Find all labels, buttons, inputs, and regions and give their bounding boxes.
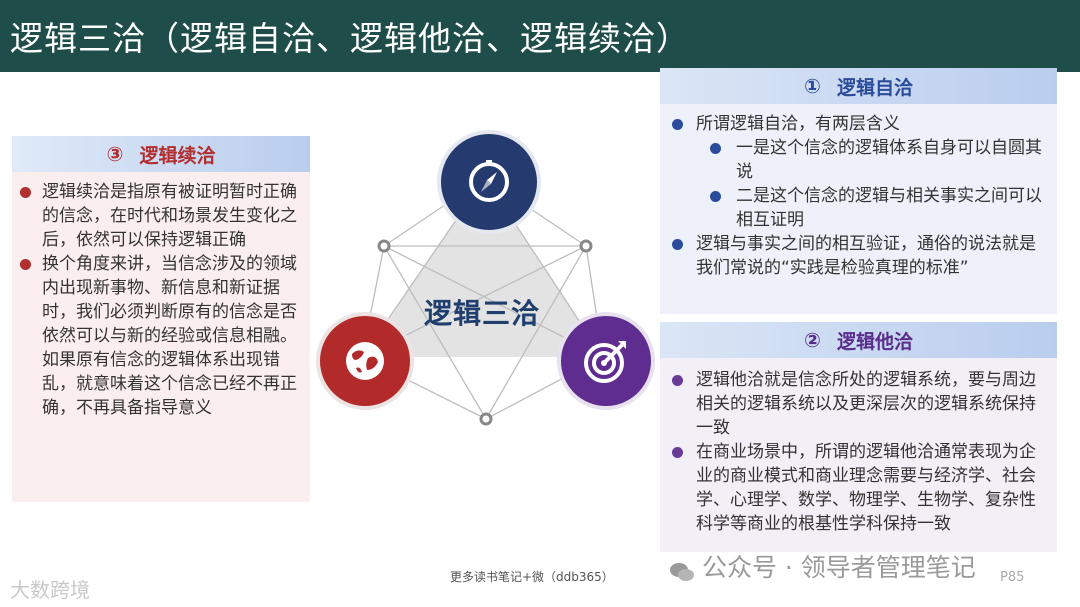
slide-title: 逻辑三洽（逻辑自洽、逻辑他洽、逻辑续洽） xyxy=(10,19,690,58)
watermark-left: 大数跨境 xyxy=(10,578,90,602)
bullet-icon xyxy=(20,259,31,270)
page-number: P85 xyxy=(1000,570,1025,585)
number-badge-3: ③ xyxy=(106,142,124,166)
watermark: 公众号 · 领导者管理笔记 xyxy=(670,548,976,584)
panel-header-other: ② 逻辑他洽 xyxy=(660,322,1057,358)
bullet-icon xyxy=(672,447,683,458)
globe-icon xyxy=(346,342,384,380)
panel-logic-continue: ③ 逻辑续洽 逻辑续洽是指原有被证明暂时正确的信念，在时代和场景发生变化之后，依… xyxy=(12,136,310,502)
inner-triangle xyxy=(362,178,603,357)
bullet-list-continue: 逻辑续洽是指原有被证明暂时正确的信念，在时代和场景发生变化之后，依然可以保持逻辑… xyxy=(18,180,306,420)
panel-heading-continue: 逻辑续洽 xyxy=(139,144,216,167)
bullet-icon xyxy=(710,191,721,202)
list-item: 一是这个信念的逻辑体系自身可以自圆其说 xyxy=(670,136,1050,184)
panel-header-continue: ③ 逻辑续洽 xyxy=(12,136,310,172)
bullet-icon xyxy=(672,239,683,250)
bullet-icon xyxy=(710,143,721,154)
bullet-list-other: 逻辑他洽就是信念所处的逻辑系统，要与周边相关的逻辑系统以及更深层次的逻辑系统保持… xyxy=(670,368,1050,536)
number-badge-2: ② xyxy=(804,328,821,352)
list-item: 逻辑与事实之间的相互验证，通俗的说法就是我们常说的“实践是检验真理的标准” xyxy=(670,232,1050,280)
list-item: 逻辑他洽就是信念所处的逻辑系统，要与周边相关的逻辑系统以及更深层次的逻辑系统保持… xyxy=(670,368,1050,440)
target-icon xyxy=(584,341,626,383)
panel-logic-self: ① 逻辑自洽 所谓逻辑自洽，有两层含义 一是这个信念的逻辑体系自身可以自圆其说 … xyxy=(660,68,1057,314)
circle-self xyxy=(437,130,541,234)
bullet-icon xyxy=(672,375,683,386)
compass-icon xyxy=(469,160,509,202)
list-item: 二是这个信念的逻辑与相关事实之间可以相互证明 xyxy=(670,184,1050,232)
footer-note: 更多读书笔记+微（ddb365） xyxy=(450,570,614,584)
title-bar: 逻辑三洽（逻辑自洽、逻辑他洽、逻辑续洽） xyxy=(0,0,1080,72)
circle-continue xyxy=(316,312,414,410)
number-badge-1: ① xyxy=(804,74,821,98)
node-bottom xyxy=(479,412,493,426)
panel-header-self: ① 逻辑自洽 xyxy=(660,68,1057,104)
bullet-icon xyxy=(20,187,31,198)
node-left xyxy=(377,239,391,253)
panel-heading-other: 逻辑他洽 xyxy=(836,330,913,353)
center-label: 逻辑三洽 xyxy=(423,297,540,330)
panel-heading-self: 逻辑自洽 xyxy=(836,76,913,99)
list-item: 换个角度来讲，当信念涉及的领域内出现新事物、新信息和新证据时，我们必须判断原有的… xyxy=(18,252,306,420)
bullet-icon xyxy=(672,119,683,130)
circle-other xyxy=(557,312,655,410)
list-item: 在商业场景中，所谓的逻辑他洽通常表现为企业的商业模式和商业理念需要与经济学、社会… xyxy=(670,440,1050,536)
wechat-icon xyxy=(670,559,694,581)
node-right xyxy=(579,239,593,253)
list-item: 所谓逻辑自洽，有两层含义 xyxy=(670,112,1050,136)
list-item: 逻辑续洽是指原有被证明暂时正确的信念，在时代和场景发生变化之后，依然可以保持逻辑… xyxy=(18,180,306,252)
panel-logic-other: ② 逻辑他洽 逻辑他洽就是信念所处的逻辑系统，要与周边相关的逻辑系统以及更深层次… xyxy=(660,322,1057,552)
bullet-list-self: 所谓逻辑自洽，有两层含义 一是这个信念的逻辑体系自身可以自圆其说 二是这个信念的… xyxy=(670,112,1050,280)
